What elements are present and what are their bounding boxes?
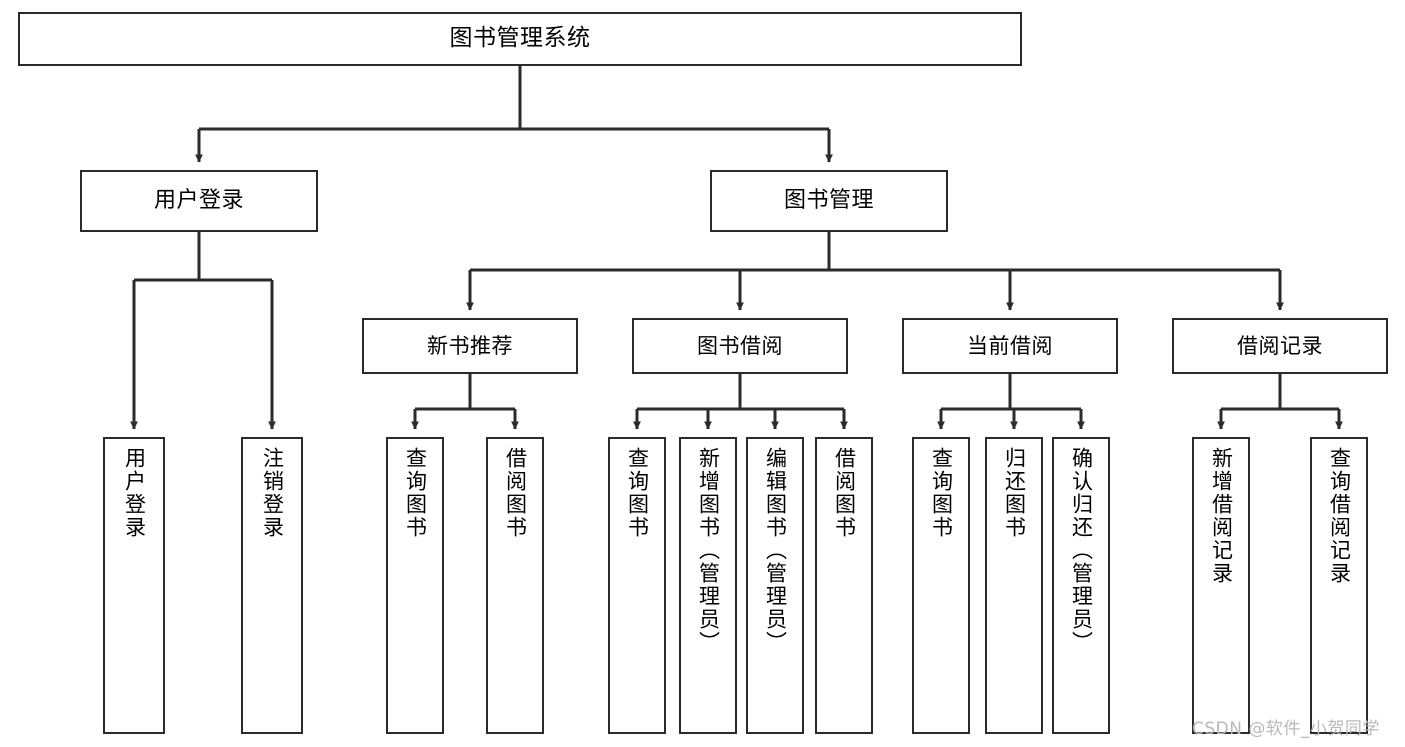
node-leaf-add-borrow-record[interactable]: 新增借阅记录 bbox=[1192, 437, 1250, 734]
node-leaf-query-borrow-record[interactable]: 查询借阅记录 bbox=[1310, 437, 1368, 734]
node-leaf-borrow-book[interactable]: 借阅图书 bbox=[815, 437, 873, 734]
node-leaf-query-book-current-label: 查询图书 bbox=[929, 447, 954, 539]
node-leaf-query-book-new-label: 查询图书 bbox=[403, 447, 428, 539]
node-leaf-borrow-book-new[interactable]: 借阅图书 bbox=[486, 437, 544, 734]
node-book-borrow-label: 图书借阅 bbox=[697, 333, 783, 358]
node-leaf-return-book[interactable]: 归还图书 bbox=[985, 437, 1043, 734]
node-leaf-user-logout[interactable]: 注销登录 bbox=[241, 437, 303, 734]
node-leaf-query-borrow-record-label: 查询借阅记录 bbox=[1327, 447, 1352, 585]
node-book-manage[interactable]: 图书管理 bbox=[710, 170, 948, 232]
node-leaf-edit-book-admin-label: 编辑图书（管理员） bbox=[763, 447, 788, 654]
node-leaf-return-book-label: 归还图书 bbox=[1002, 447, 1027, 539]
node-leaf-edit-book-admin[interactable]: 编辑图书（管理员） bbox=[746, 437, 804, 734]
node-leaf-user-logout-label: 注销登录 bbox=[260, 447, 285, 539]
node-book-borrow[interactable]: 图书借阅 bbox=[632, 318, 848, 374]
node-root-label: 图书管理系统 bbox=[449, 25, 591, 52]
node-leaf-borrow-book-label: 借阅图书 bbox=[832, 447, 857, 539]
watermark: CSDN @软件_小贺同学 bbox=[1192, 719, 1380, 739]
node-book-manage-label: 图书管理 bbox=[783, 188, 874, 214]
node-leaf-borrow-book-new-label: 借阅图书 bbox=[503, 447, 528, 539]
node-root[interactable]: 图书管理系统 bbox=[18, 12, 1022, 66]
node-current-borrow-label: 当前借阅 bbox=[967, 333, 1053, 358]
node-leaf-user-login[interactable]: 用户登录 bbox=[103, 437, 165, 734]
node-user-login[interactable]: 用户登录 bbox=[80, 170, 318, 232]
node-leaf-query-book-current[interactable]: 查询图书 bbox=[912, 437, 970, 734]
node-leaf-query-book-new[interactable]: 查询图书 bbox=[386, 437, 444, 734]
node-borrow-record[interactable]: 借阅记录 bbox=[1172, 318, 1388, 374]
node-leaf-query-book-borrow-label: 查询图书 bbox=[625, 447, 650, 539]
node-leaf-add-book-admin[interactable]: 新增图书（管理员） bbox=[679, 437, 737, 734]
node-current-borrow[interactable]: 当前借阅 bbox=[902, 318, 1118, 374]
node-leaf-confirm-return-admin[interactable]: 确认归还（管理员） bbox=[1052, 437, 1110, 734]
node-user-login-label: 用户登录 bbox=[153, 188, 244, 214]
node-borrow-record-label: 借阅记录 bbox=[1237, 333, 1323, 358]
node-new-book-recommend[interactable]: 新书推荐 bbox=[362, 318, 578, 374]
node-leaf-add-book-admin-label: 新增图书（管理员） bbox=[696, 447, 721, 654]
node-leaf-add-borrow-record-label: 新增借阅记录 bbox=[1209, 447, 1234, 585]
node-leaf-confirm-return-admin-label: 确认归还（管理员） bbox=[1069, 447, 1094, 654]
node-leaf-query-book-borrow[interactable]: 查询图书 bbox=[608, 437, 666, 734]
node-leaf-user-login-label: 用户登录 bbox=[122, 447, 147, 539]
node-new-book-recommend-label: 新书推荐 bbox=[427, 333, 513, 358]
